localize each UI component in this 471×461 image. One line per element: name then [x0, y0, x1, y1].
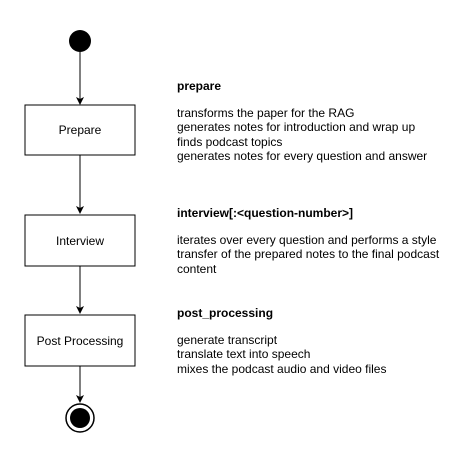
- description-line: iterates over every question and perform…: [177, 232, 437, 247]
- node-interview-label: Interview: [56, 234, 104, 248]
- description-line: mixes the podcast audio and video files: [177, 361, 387, 376]
- node-prepare-label: Prepare: [59, 123, 102, 137]
- description-line: finds podcast topics: [177, 134, 283, 149]
- description-line: transfer of the prepared notes to the fi…: [177, 247, 440, 261]
- description-prepare-heading: prepare: [177, 79, 222, 93]
- description-line: translate text into speech: [177, 347, 311, 361]
- description-line: generates notes for introduction and wra…: [177, 120, 416, 134]
- description-line: content: [177, 261, 217, 276]
- node-post-processing: Post Processing: [24, 314, 136, 367]
- node-prepare: Prepare: [24, 104, 136, 156]
- node-interview: Interview: [24, 214, 136, 267]
- final-node: [65, 403, 95, 433]
- description-post-processing-heading: post_processing: [177, 306, 274, 320]
- description-line: transforms the paper for the RAG: [177, 105, 355, 120]
- description-post-processing: post_processing generate transcript tran…: [177, 306, 467, 376]
- description-interview-heading: interview[:<question-number>]: [177, 206, 354, 220]
- description-interview: interview[:<question-number>] iterates o…: [177, 206, 467, 276]
- description-line: generate transcript: [177, 332, 278, 347]
- initial-node: [69, 30, 91, 52]
- description-line: generates notes for every question and a…: [177, 149, 428, 163]
- description-prepare: prepare transforms the paper for the RAG…: [177, 79, 467, 164]
- node-post-processing-label: Post Processing: [37, 334, 124, 348]
